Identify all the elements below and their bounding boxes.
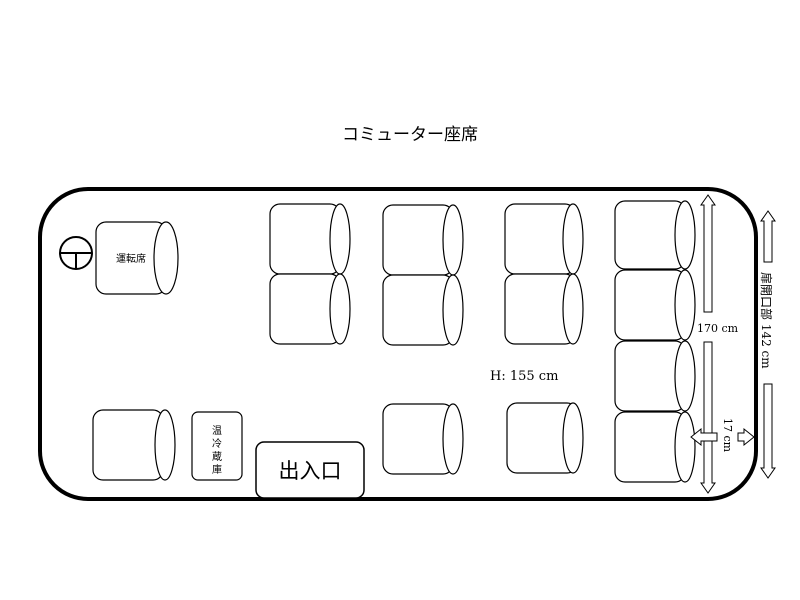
seat [614,411,696,483]
seat [614,340,696,412]
gap-dimension-arrow [690,427,755,447]
entrance-box [255,441,365,499]
refrigerator-label-char: 蔵 [212,450,222,463]
door-opening-dimension-arrow [760,210,776,479]
door-opening-label: 扉開口部 142 cm [759,272,774,369]
seat [614,200,696,270]
driver-seat [95,221,179,295]
seat [382,274,464,346]
seat [269,273,351,345]
driver-seat-label: 運転席 [116,252,146,265]
seat [504,203,584,275]
seat [382,403,464,475]
diagram-title: コミューター座席 [342,125,478,145]
seat [504,273,584,345]
entrance-label: 出入口 [279,459,342,483]
refrigerator-label: 温 冷 蔵 庫 [212,425,222,476]
seat [614,269,696,341]
seat [382,204,464,276]
refrigerator-box [191,411,243,481]
refrigerator-label-char: 庫 [212,463,222,476]
seat [92,409,176,481]
refrigerator-label-char: 温 [212,425,222,437]
vehicle-body [38,187,758,501]
height-label: H: 155 cm [490,369,558,384]
refrigerator-label-char: 冷 [212,437,222,450]
length-dimension-arrow [700,194,716,494]
seat [506,402,584,474]
seat [269,203,351,275]
length-label: 170 cm [697,322,739,335]
steering-wheel-icon [59,236,93,270]
gap-label: 17 cm [721,418,734,453]
